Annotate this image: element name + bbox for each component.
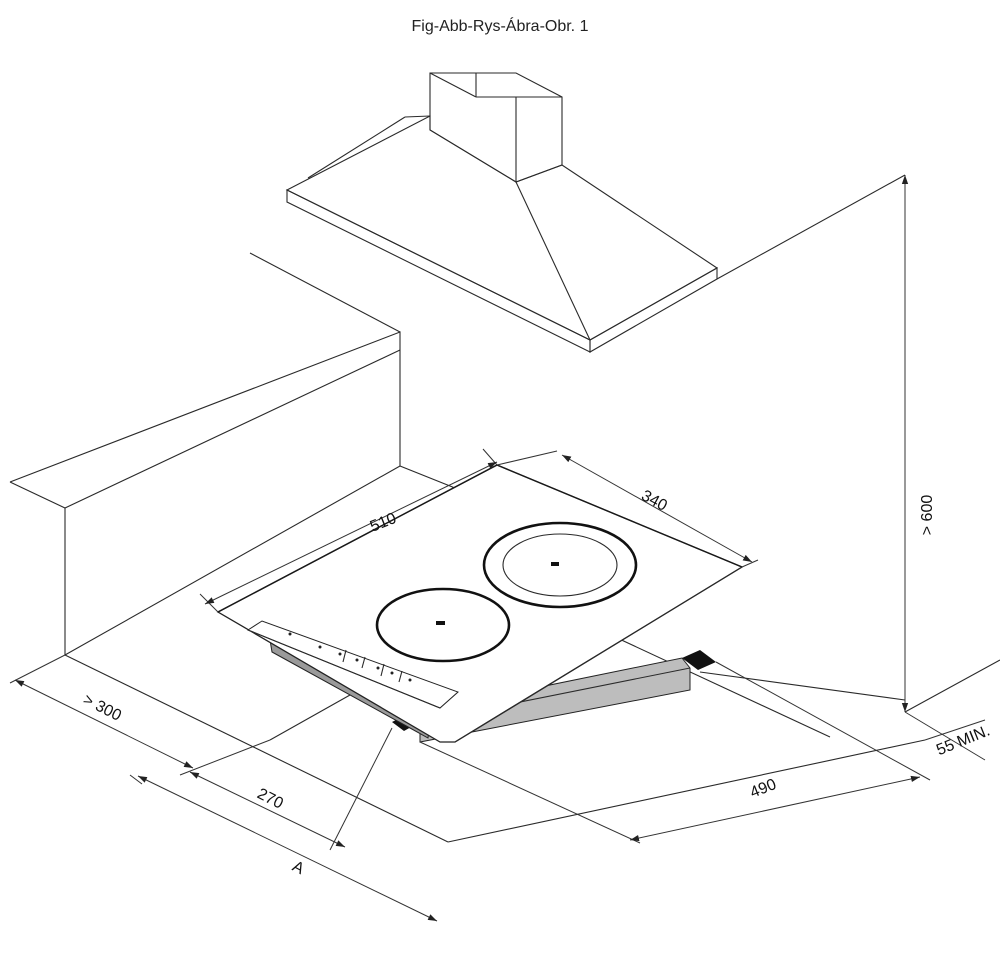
figure-title: Fig-Abb-Rys-Ábra-Obr. 1: [411, 18, 589, 35]
label-wall-clearance: > 300: [80, 691, 124, 725]
label-distance-a: A: [289, 858, 307, 878]
control-panel: [288, 632, 412, 683]
label-depth: 340: [638, 487, 670, 515]
dimension-lines: [9, 175, 986, 922]
label-edge-min: 55 MIN.: [934, 722, 992, 759]
range-hood: [285, 72, 719, 353]
label-cutout-depth: 490: [748, 776, 779, 802]
label-hood-height: > 600: [919, 495, 936, 536]
label-cutout-offset: 270: [254, 785, 286, 812]
wall-outline: [9, 174, 906, 655]
